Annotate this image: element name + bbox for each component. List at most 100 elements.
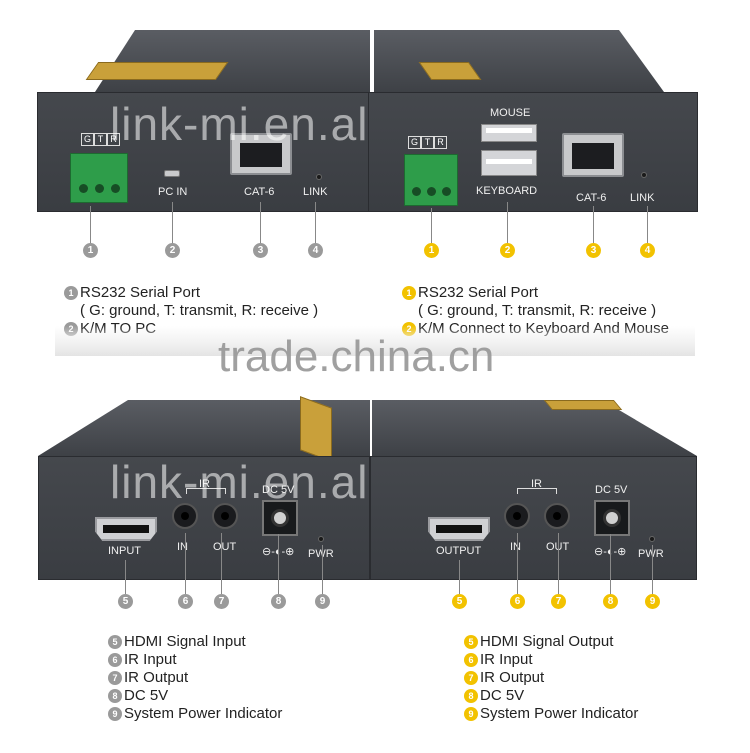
callout-6: 6 (178, 594, 193, 609)
rs232-terminal-block (70, 153, 128, 203)
device-label-sticker (543, 400, 623, 410)
pwr-led (649, 536, 655, 542)
ir-in-jack (504, 503, 530, 529)
desc-num: 9 (464, 707, 478, 721)
desc-num: 6 (108, 653, 122, 667)
desc-num: 7 (108, 671, 122, 685)
ir-label: IR (531, 478, 542, 490)
callout-2: 2 (500, 243, 515, 258)
link-label: LINK (303, 186, 328, 198)
callout-5: 5 (452, 594, 467, 609)
callout-3: 3 (586, 243, 601, 258)
desc-num-1: 1 (402, 286, 416, 300)
pwr-label: PWR (638, 548, 664, 560)
link-led (316, 174, 322, 180)
ir-out-jack (544, 503, 570, 529)
callout-1: 1 (424, 243, 439, 258)
ir-out-label: OUT (213, 541, 237, 553)
grt-g: G (81, 133, 94, 146)
pwr-led (318, 536, 324, 542)
dc-power-jack (594, 500, 630, 536)
device-top-surface (374, 30, 664, 92)
desc-line: DC 5V (480, 687, 525, 704)
callout-5: 5 (118, 594, 133, 609)
link-led (641, 172, 647, 178)
desc-line: IR Output (480, 669, 545, 686)
ir-bracket (517, 488, 557, 494)
usb-port-keyboard (481, 150, 537, 176)
callout-6: 6 (510, 594, 525, 609)
hdmi-input-port (95, 517, 157, 541)
desc-line: RS232 Serial Port (418, 284, 539, 301)
dc-5v-label: DC 5V (262, 484, 295, 496)
callout-7: 7 (214, 594, 229, 609)
cat6-label: CAT-6 (576, 192, 607, 204)
callout-2: 2 (165, 243, 180, 258)
hdmi-input-label: INPUT (108, 545, 141, 557)
cat6-label: CAT-6 (244, 186, 275, 198)
callout-3: 3 (253, 243, 268, 258)
desc-line: System Power Indicator (124, 705, 283, 722)
device-label-sticker (85, 62, 229, 80)
grt-t: T (421, 136, 434, 149)
ir-in-label: IN (510, 541, 521, 553)
desc-line: ( G: ground, T: transmit, R: receive ) (418, 302, 657, 319)
callout-1: 1 (83, 243, 98, 258)
desc-num: 5 (108, 635, 122, 649)
ir-label: IR (199, 478, 210, 490)
device-front-panel (370, 456, 697, 580)
grt-t: T (94, 133, 107, 146)
desc-num: 7 (464, 671, 478, 685)
pc-in-label: PC IN (158, 186, 188, 198)
desc-line: HDMI Signal Output (480, 633, 614, 650)
desc-line: IR Output (124, 669, 189, 686)
device-front-panel (38, 456, 370, 580)
pwr-label: PWR (308, 548, 334, 560)
hdmi-output-port (428, 517, 490, 541)
rj45-port (230, 133, 292, 175)
desc-num: 5 (464, 635, 478, 649)
ir-in-jack (172, 503, 198, 529)
ir-in-label: IN (177, 541, 188, 553)
desc-line: HDMI Signal Input (124, 633, 246, 650)
device-top-surface (95, 30, 370, 92)
desc-num: 8 (108, 689, 122, 703)
rj45-port (562, 133, 624, 177)
usb-port-mouse (481, 124, 537, 142)
dc-power-jack (262, 500, 298, 536)
grt-g: G (408, 136, 421, 149)
rs232-terminal-block (404, 154, 458, 206)
desc-num: 6 (464, 653, 478, 667)
device-label-sticker (300, 396, 332, 462)
grt-labels: G T R (408, 136, 447, 149)
device-top-surface (372, 400, 697, 456)
desc-line: DC 5V (124, 687, 169, 704)
desc-num-1: 1 (64, 286, 78, 300)
ir-bracket (186, 488, 226, 494)
link-label: LINK (630, 192, 655, 204)
grt-r: R (434, 136, 447, 149)
callout-9: 9 (645, 594, 660, 609)
desc-line: ( G: ground, T: transmit, R: receive ) (80, 302, 319, 319)
mouse-label: MOUSE (490, 107, 531, 119)
ir-out-label: OUT (546, 541, 569, 553)
desc-num: 9 (108, 707, 122, 721)
keyboard-label: KEYBOARD (476, 185, 538, 197)
dc-5v-label: DC 5V (595, 484, 628, 496)
mini-usb-port (164, 170, 180, 177)
ir-out-jack (212, 503, 238, 529)
grt-r: R (107, 133, 120, 146)
callout-4: 4 (308, 243, 323, 258)
callout-9: 9 (315, 594, 330, 609)
callout-8: 8 (603, 594, 618, 609)
callout-7: 7 (551, 594, 566, 609)
fade-overlay (55, 326, 695, 356)
grt-labels: G T R (81, 133, 120, 146)
callout-8: 8 (271, 594, 286, 609)
desc-line: RS232 Serial Port (80, 284, 201, 301)
desc-line: System Power Indicator (480, 705, 639, 722)
watermark-middle: trade.china.cn (218, 332, 495, 381)
desc-num: 8 (464, 689, 478, 703)
